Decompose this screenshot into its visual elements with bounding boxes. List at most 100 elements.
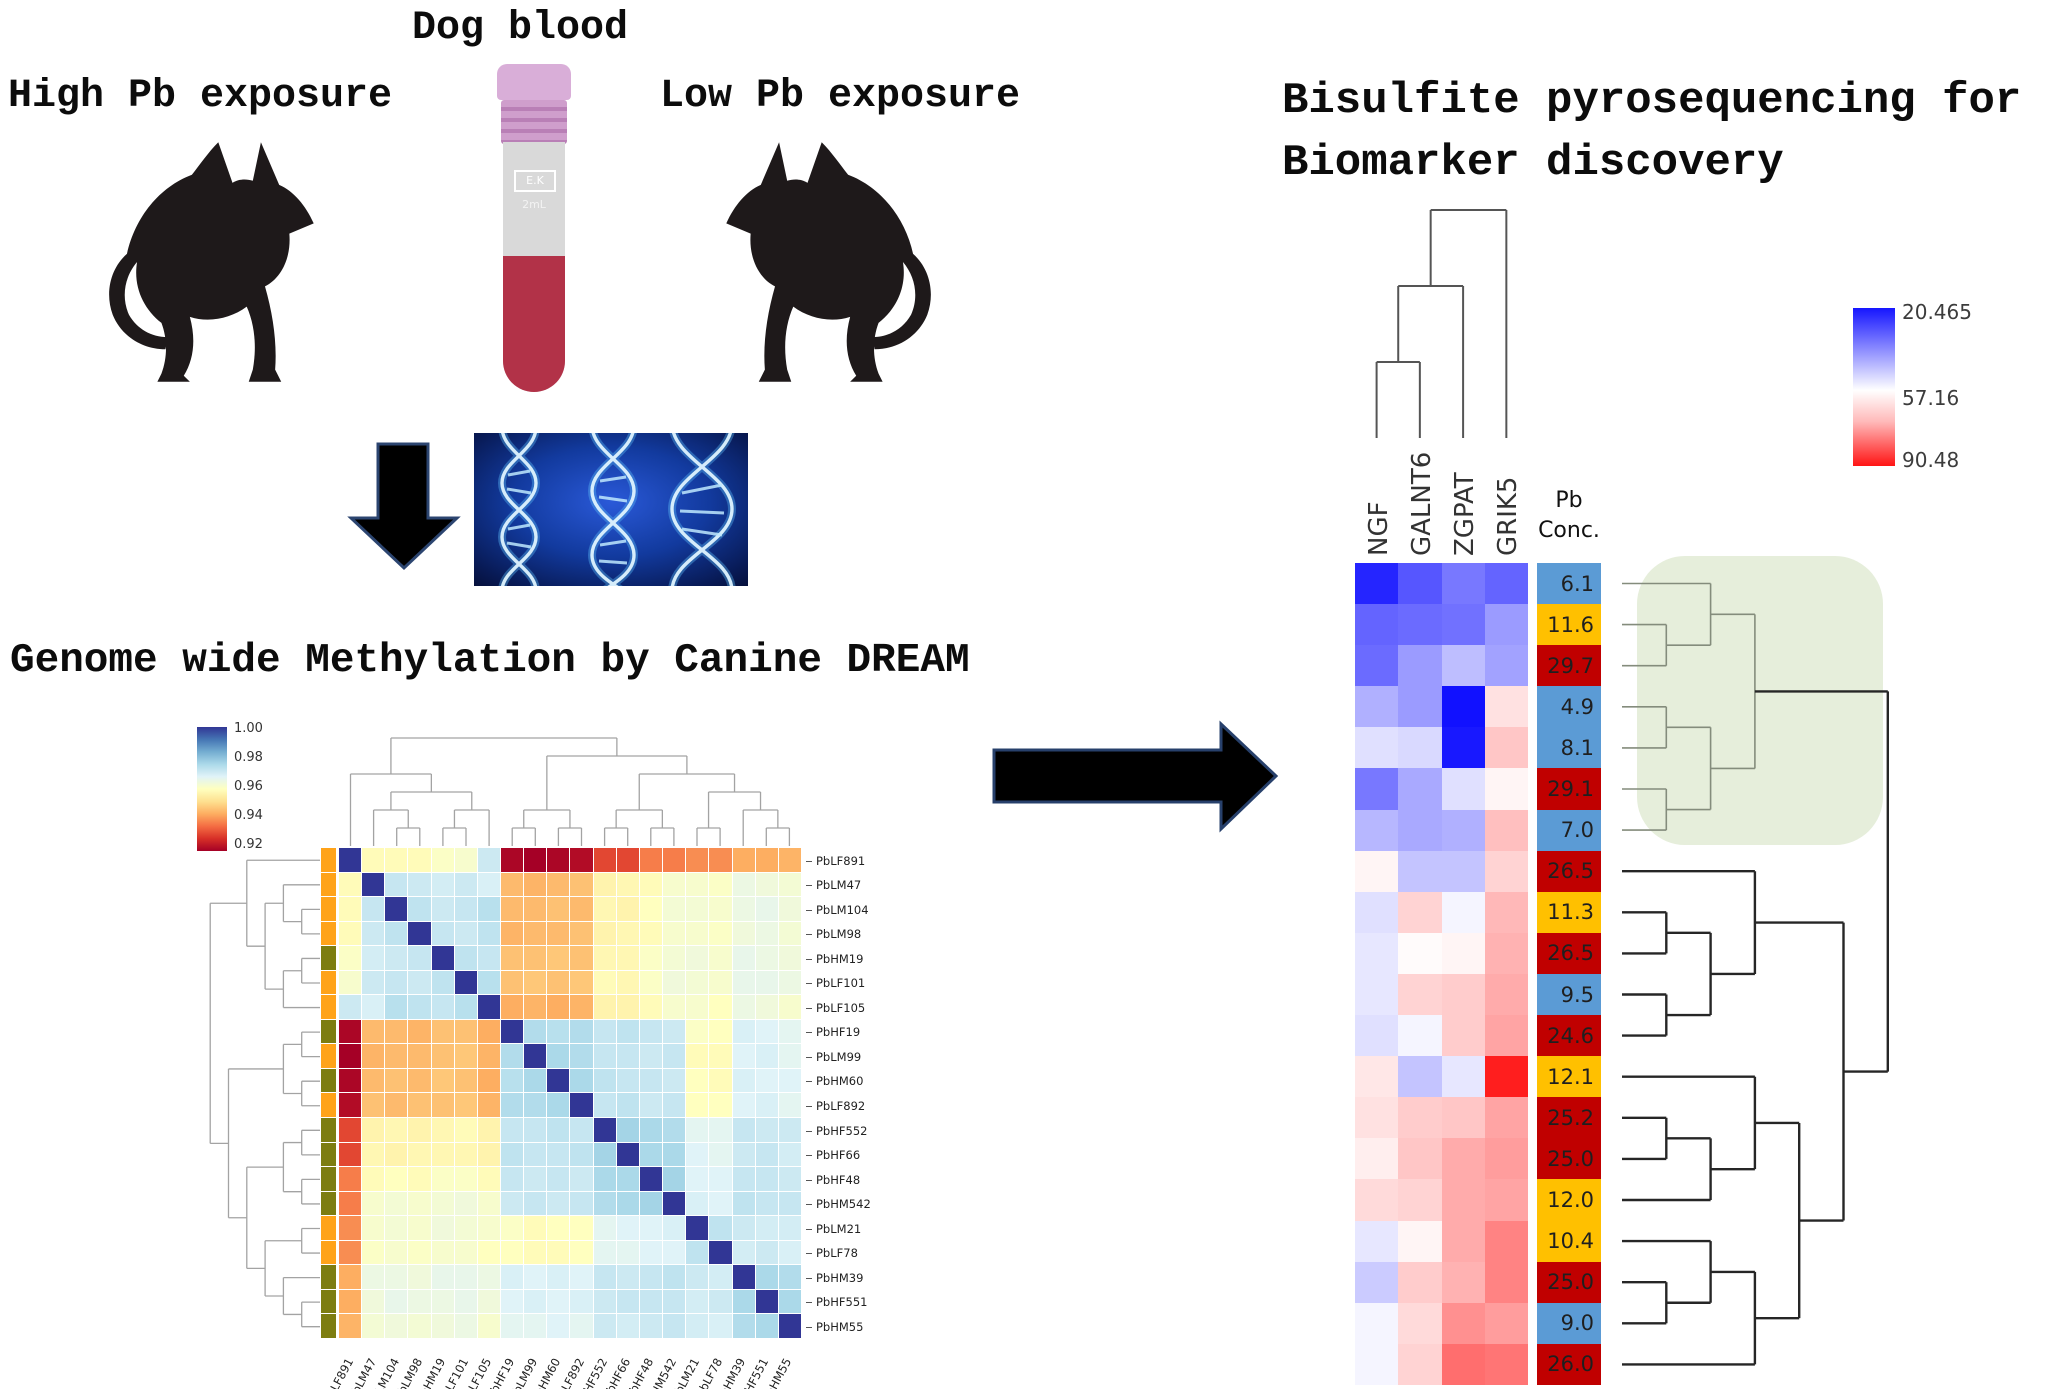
colorbar-tick: 90.48 xyxy=(1902,448,1960,472)
row-label: PbHF19 xyxy=(806,1025,860,1039)
pb-value-cell: 10.4 xyxy=(1537,1220,1601,1262)
methylation-cell xyxy=(1441,1302,1485,1344)
row-tick xyxy=(806,1130,812,1132)
methylation-cell xyxy=(1355,563,1399,605)
correlation-cell xyxy=(477,1142,501,1167)
row-tick xyxy=(806,934,812,936)
correlation-cell xyxy=(524,1068,547,1093)
correlation-cell xyxy=(686,1044,709,1068)
correlation-cell xyxy=(362,1019,385,1044)
correlation-cell xyxy=(616,1240,639,1265)
methylation-cell xyxy=(1355,645,1399,687)
correlation-cell xyxy=(616,1265,639,1289)
correlation-cell xyxy=(385,1289,408,1314)
correlation-cell xyxy=(408,946,431,970)
correlation-cell xyxy=(663,897,686,921)
correlation-cell xyxy=(732,1314,755,1338)
correlation-cell xyxy=(547,1118,570,1142)
correlation-cell xyxy=(593,1142,616,1167)
methylation-cell xyxy=(1355,850,1399,892)
correlation-cell xyxy=(686,1216,709,1240)
correlation-cell xyxy=(339,995,362,1019)
methylation-cell xyxy=(1398,1343,1442,1385)
methylation-cell xyxy=(1484,1056,1528,1098)
correlation-cell xyxy=(454,1289,477,1314)
correlation-cell xyxy=(732,1019,755,1044)
row-label: PbHM542 xyxy=(806,1197,871,1211)
correlation-cell xyxy=(501,1167,524,1191)
correlation-cell xyxy=(339,1265,362,1289)
tube-volume-label: 2mL xyxy=(522,198,546,211)
correlation-cell xyxy=(431,1314,454,1338)
correlation-cell xyxy=(570,1019,593,1044)
correlation-cell xyxy=(501,1044,524,1068)
correlation-cell xyxy=(501,1142,524,1167)
correlation-cell xyxy=(616,921,639,946)
methylation-cell xyxy=(1398,891,1442,933)
correlation-cell xyxy=(408,1240,431,1265)
row-tick xyxy=(806,1277,812,1279)
methylation-cell xyxy=(1484,1261,1528,1303)
methylation-cell xyxy=(1441,727,1485,769)
row-label: PbHF551 xyxy=(806,1295,867,1309)
correlation-cell xyxy=(501,848,524,872)
correlation-cell xyxy=(431,1142,454,1167)
pb-conc-header-line1: Pb xyxy=(1555,488,1583,513)
correlation-cell xyxy=(454,1142,477,1167)
correlation-cell xyxy=(501,1019,524,1044)
methylation-cell xyxy=(1355,932,1399,974)
methylation-cell xyxy=(1441,1343,1485,1385)
methylation-cell xyxy=(1484,1302,1528,1344)
correlation-cell xyxy=(547,1019,570,1044)
correlation-cell xyxy=(639,995,663,1019)
methylation-cell xyxy=(1484,1343,1528,1385)
correlation-cell xyxy=(570,921,593,946)
correlation-cell xyxy=(616,872,639,897)
correlation-cell xyxy=(339,921,362,946)
row-label: PbLM98 xyxy=(806,927,861,941)
correlation-cell xyxy=(709,1142,732,1167)
correlation-cell xyxy=(709,1093,732,1118)
row-side-color-strip xyxy=(321,848,336,1338)
correlation-cell xyxy=(570,1093,593,1118)
correlation-cell xyxy=(454,921,477,946)
methylation-cell xyxy=(1441,563,1485,605)
correlation-cell xyxy=(663,872,686,897)
correlation-cell xyxy=(639,946,663,970)
correlation-cell xyxy=(524,1314,547,1338)
col-label: PbLF891 xyxy=(320,1355,356,1389)
correlation-cell xyxy=(686,1191,709,1216)
correlation-cell xyxy=(686,1167,709,1191)
correlation-cell xyxy=(454,848,477,872)
correlation-cell xyxy=(686,872,709,897)
correlation-cell xyxy=(524,1191,547,1216)
methylation-cell xyxy=(1398,1056,1442,1098)
correlation-cell xyxy=(755,1044,778,1068)
methylation-cell xyxy=(1355,604,1399,646)
methylation-cell xyxy=(1441,645,1485,687)
correlation-cell xyxy=(501,872,524,897)
correlation-cell xyxy=(686,1289,709,1314)
correlation-cell xyxy=(339,1142,362,1167)
correlation-cell xyxy=(477,1118,501,1142)
correlation-cell xyxy=(732,1265,755,1289)
correlation-cell xyxy=(408,1093,431,1118)
correlation-cell xyxy=(755,1289,778,1314)
correlation-cell xyxy=(501,897,524,921)
colorbar-tick: 0.96 xyxy=(234,779,263,794)
correlation-cell xyxy=(362,1068,385,1093)
correlation-cell xyxy=(639,1265,663,1289)
correlation-cell xyxy=(593,1216,616,1240)
methylation-cell xyxy=(1484,809,1528,851)
correlation-cell xyxy=(639,1314,663,1338)
correlation-cell xyxy=(477,848,501,872)
correlation-cell xyxy=(431,1093,454,1118)
correlation-cell xyxy=(477,1265,501,1289)
colorbar-tick: 20.465 xyxy=(1902,300,1972,324)
correlation-cell xyxy=(616,1191,639,1216)
correlation-cell xyxy=(547,848,570,872)
pb-value-cell: 26.5 xyxy=(1537,850,1601,892)
correlation-cell xyxy=(732,848,755,872)
correlation-cell xyxy=(663,1191,686,1216)
